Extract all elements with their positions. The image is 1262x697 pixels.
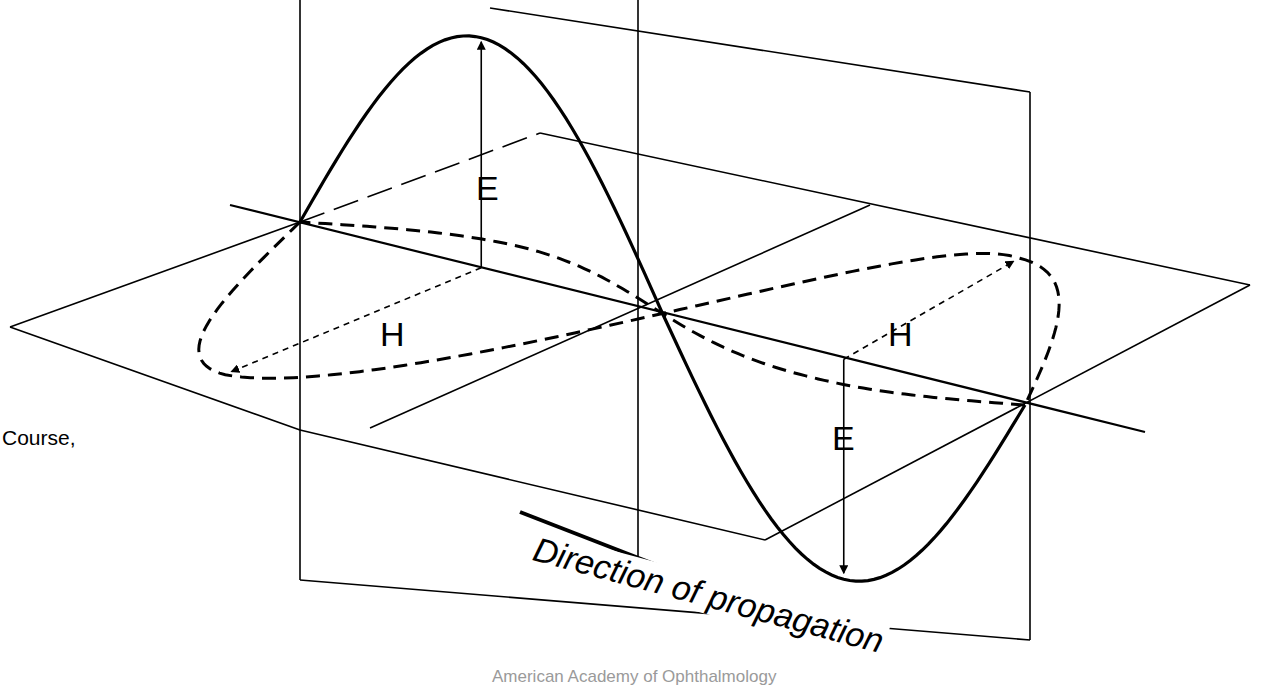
plane-edge — [765, 285, 1250, 540]
electric-vector — [480, 42, 482, 268]
field-label: H — [888, 316, 913, 353]
plane-edge — [10, 327, 300, 430]
plane-edge — [1029, 92, 1031, 640]
plane-edge — [299, 0, 301, 580]
plane-grid-line — [370, 205, 870, 428]
magnetic-field-curve — [199, 222, 1059, 405]
field-label: H — [380, 316, 405, 353]
cropped-caption-text: Course, — [2, 426, 76, 449]
plane-edge — [490, 8, 1030, 92]
field-label: E — [476, 170, 499, 207]
propagation-axis — [230, 205, 1145, 432]
wave-curves — [199, 36, 1059, 581]
watermark: American Academy of Ophthalmology — [492, 668, 776, 687]
field-label: E — [832, 420, 855, 457]
plane-edge — [10, 222, 300, 327]
magnetic-vector — [844, 261, 1014, 359]
plane-centre-line — [637, 0, 639, 565]
electric-field-curve — [300, 36, 1025, 581]
magnetic-vector — [231, 268, 481, 372]
plane-edge — [300, 430, 765, 540]
electric-vector — [843, 359, 845, 573]
direction-label: Direction of propagation — [526, 530, 890, 661]
planes — [10, 0, 1250, 640]
plane-edge-hidden — [300, 133, 540, 222]
